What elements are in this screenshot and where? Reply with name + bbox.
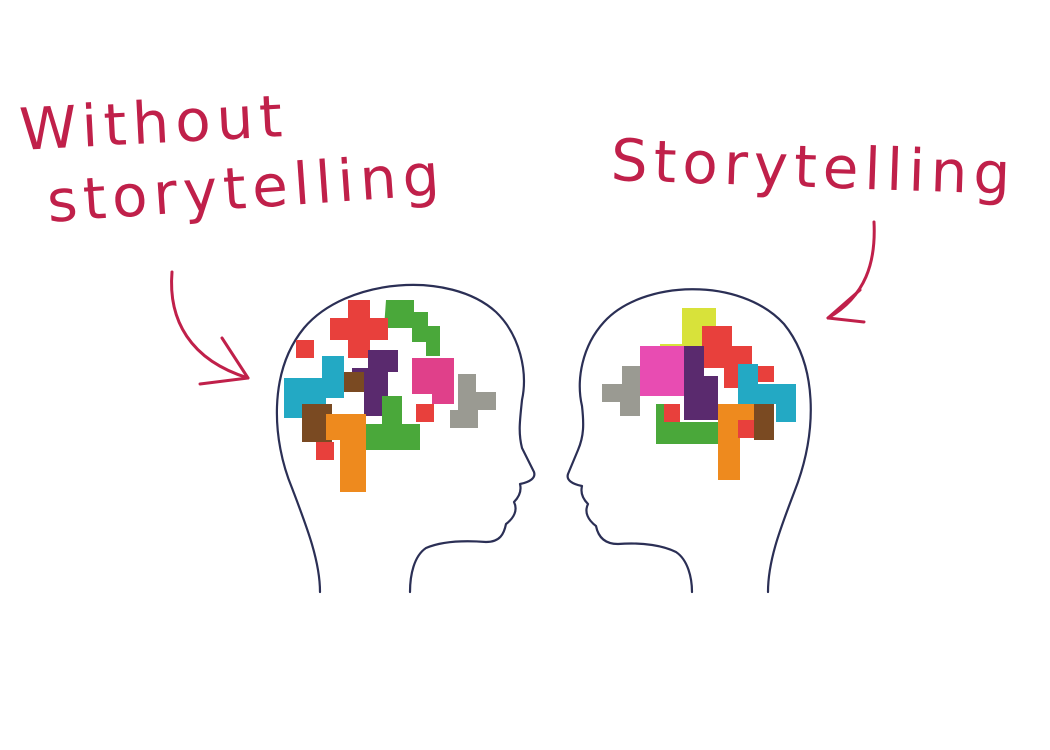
left-arrow-head: [198, 336, 250, 386]
block-red-bottom: [316, 442, 334, 460]
right-organized-blocks: [602, 308, 796, 480]
block-cyan-r: [738, 364, 796, 422]
block-red-top: [702, 326, 752, 368]
block-orange-r: [718, 404, 754, 480]
block-orange: [326, 414, 366, 492]
block-gray: [450, 374, 496, 428]
block-brown-r: [754, 404, 774, 440]
block-red-right: [416, 404, 434, 422]
right-head-outline: [566, 288, 812, 594]
block-red-under: [738, 420, 754, 438]
block-gray-r: [602, 366, 640, 416]
block-cyan: [284, 356, 344, 418]
left-arrow-icon: [170, 270, 250, 386]
left-arrow-shaft: [170, 270, 250, 380]
block-red-bottom-r: [664, 404, 680, 422]
right-arrow-shaft: [826, 220, 876, 320]
block-brown-small: [344, 372, 364, 392]
label-without: Without: [17, 81, 290, 164]
block-green-bottom: [366, 396, 420, 450]
block-red-small: [296, 340, 314, 358]
block-magenta: [640, 346, 684, 396]
block-purple-r: [684, 346, 718, 420]
block-green-top: [384, 300, 440, 356]
block-red-right-r: [758, 366, 774, 382]
left-head-outline: [275, 283, 536, 594]
block-pink: [412, 358, 454, 404]
left-scattered-blocks: [284, 300, 496, 492]
right-arrow-icon: [826, 220, 876, 324]
block-red-cross: [330, 300, 388, 358]
right-arrow-head: [826, 288, 866, 324]
block-brown-bottom: [302, 404, 332, 442]
label-storytelling-right: Storytelling: [609, 126, 1018, 209]
